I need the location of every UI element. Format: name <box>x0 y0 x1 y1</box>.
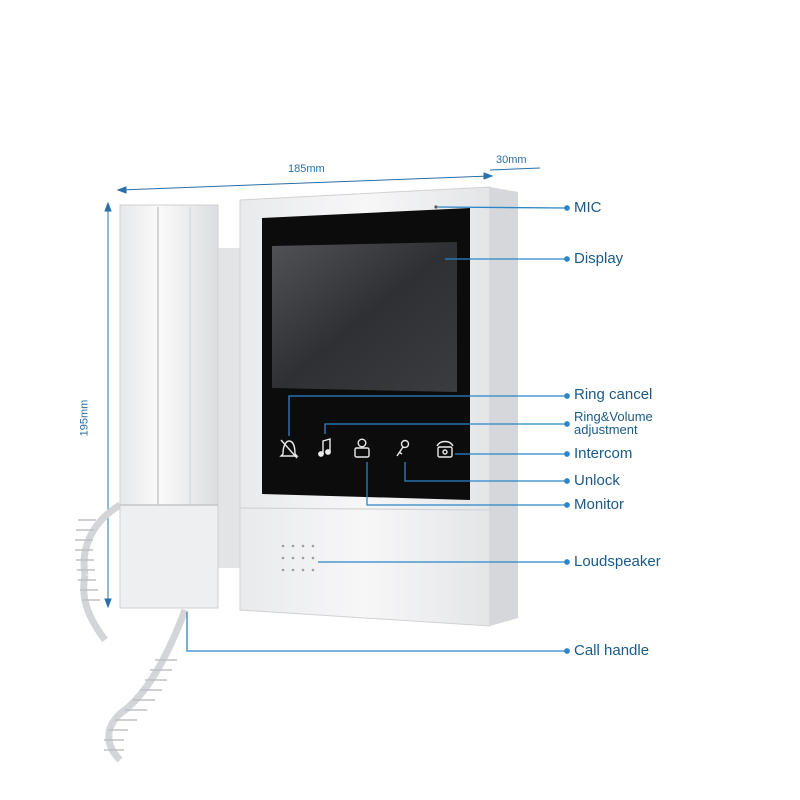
mic-hole <box>434 205 438 209</box>
monitor-label: Monitor <box>574 496 625 513</box>
ring-volume-label: Ring&Volume adjustment <box>574 410 653 436</box>
width-dimension-label: 185mm <box>288 163 325 175</box>
call-handle-label: Call handle <box>574 642 650 659</box>
handset <box>119 204 219 609</box>
ring-volume-label-line2: adjustment <box>574 422 638 437</box>
person-icon[interactable] <box>354 438 370 458</box>
ring-cancel-icon[interactable] <box>279 439 299 459</box>
music-note-icon[interactable] <box>318 438 331 457</box>
unit-side <box>490 187 518 626</box>
display-screen <box>272 242 457 392</box>
coil-rings <box>75 519 177 751</box>
callout-lines <box>186 205 570 654</box>
ring-cancel-label: Ring cancel <box>574 386 653 403</box>
unlock-label: Unlock <box>574 472 620 489</box>
intercom-label: Intercom <box>574 445 633 462</box>
height-dimension-label: 195mm <box>78 399 91 437</box>
phone-icon[interactable] <box>436 440 454 458</box>
main-unit <box>239 186 518 627</box>
loudspeaker-label: Loudspeaker <box>574 553 661 570</box>
dimension-lines <box>104 167 541 609</box>
ring-volume-label-line1: Ring&Volume <box>574 409 653 424</box>
key-icon[interactable] <box>396 439 410 457</box>
speaker-grille <box>281 544 315 572</box>
display-label: Display <box>574 250 624 267</box>
mic-label: MIC <box>574 199 602 216</box>
depth-dimension-label: 30mm <box>496 154 527 166</box>
